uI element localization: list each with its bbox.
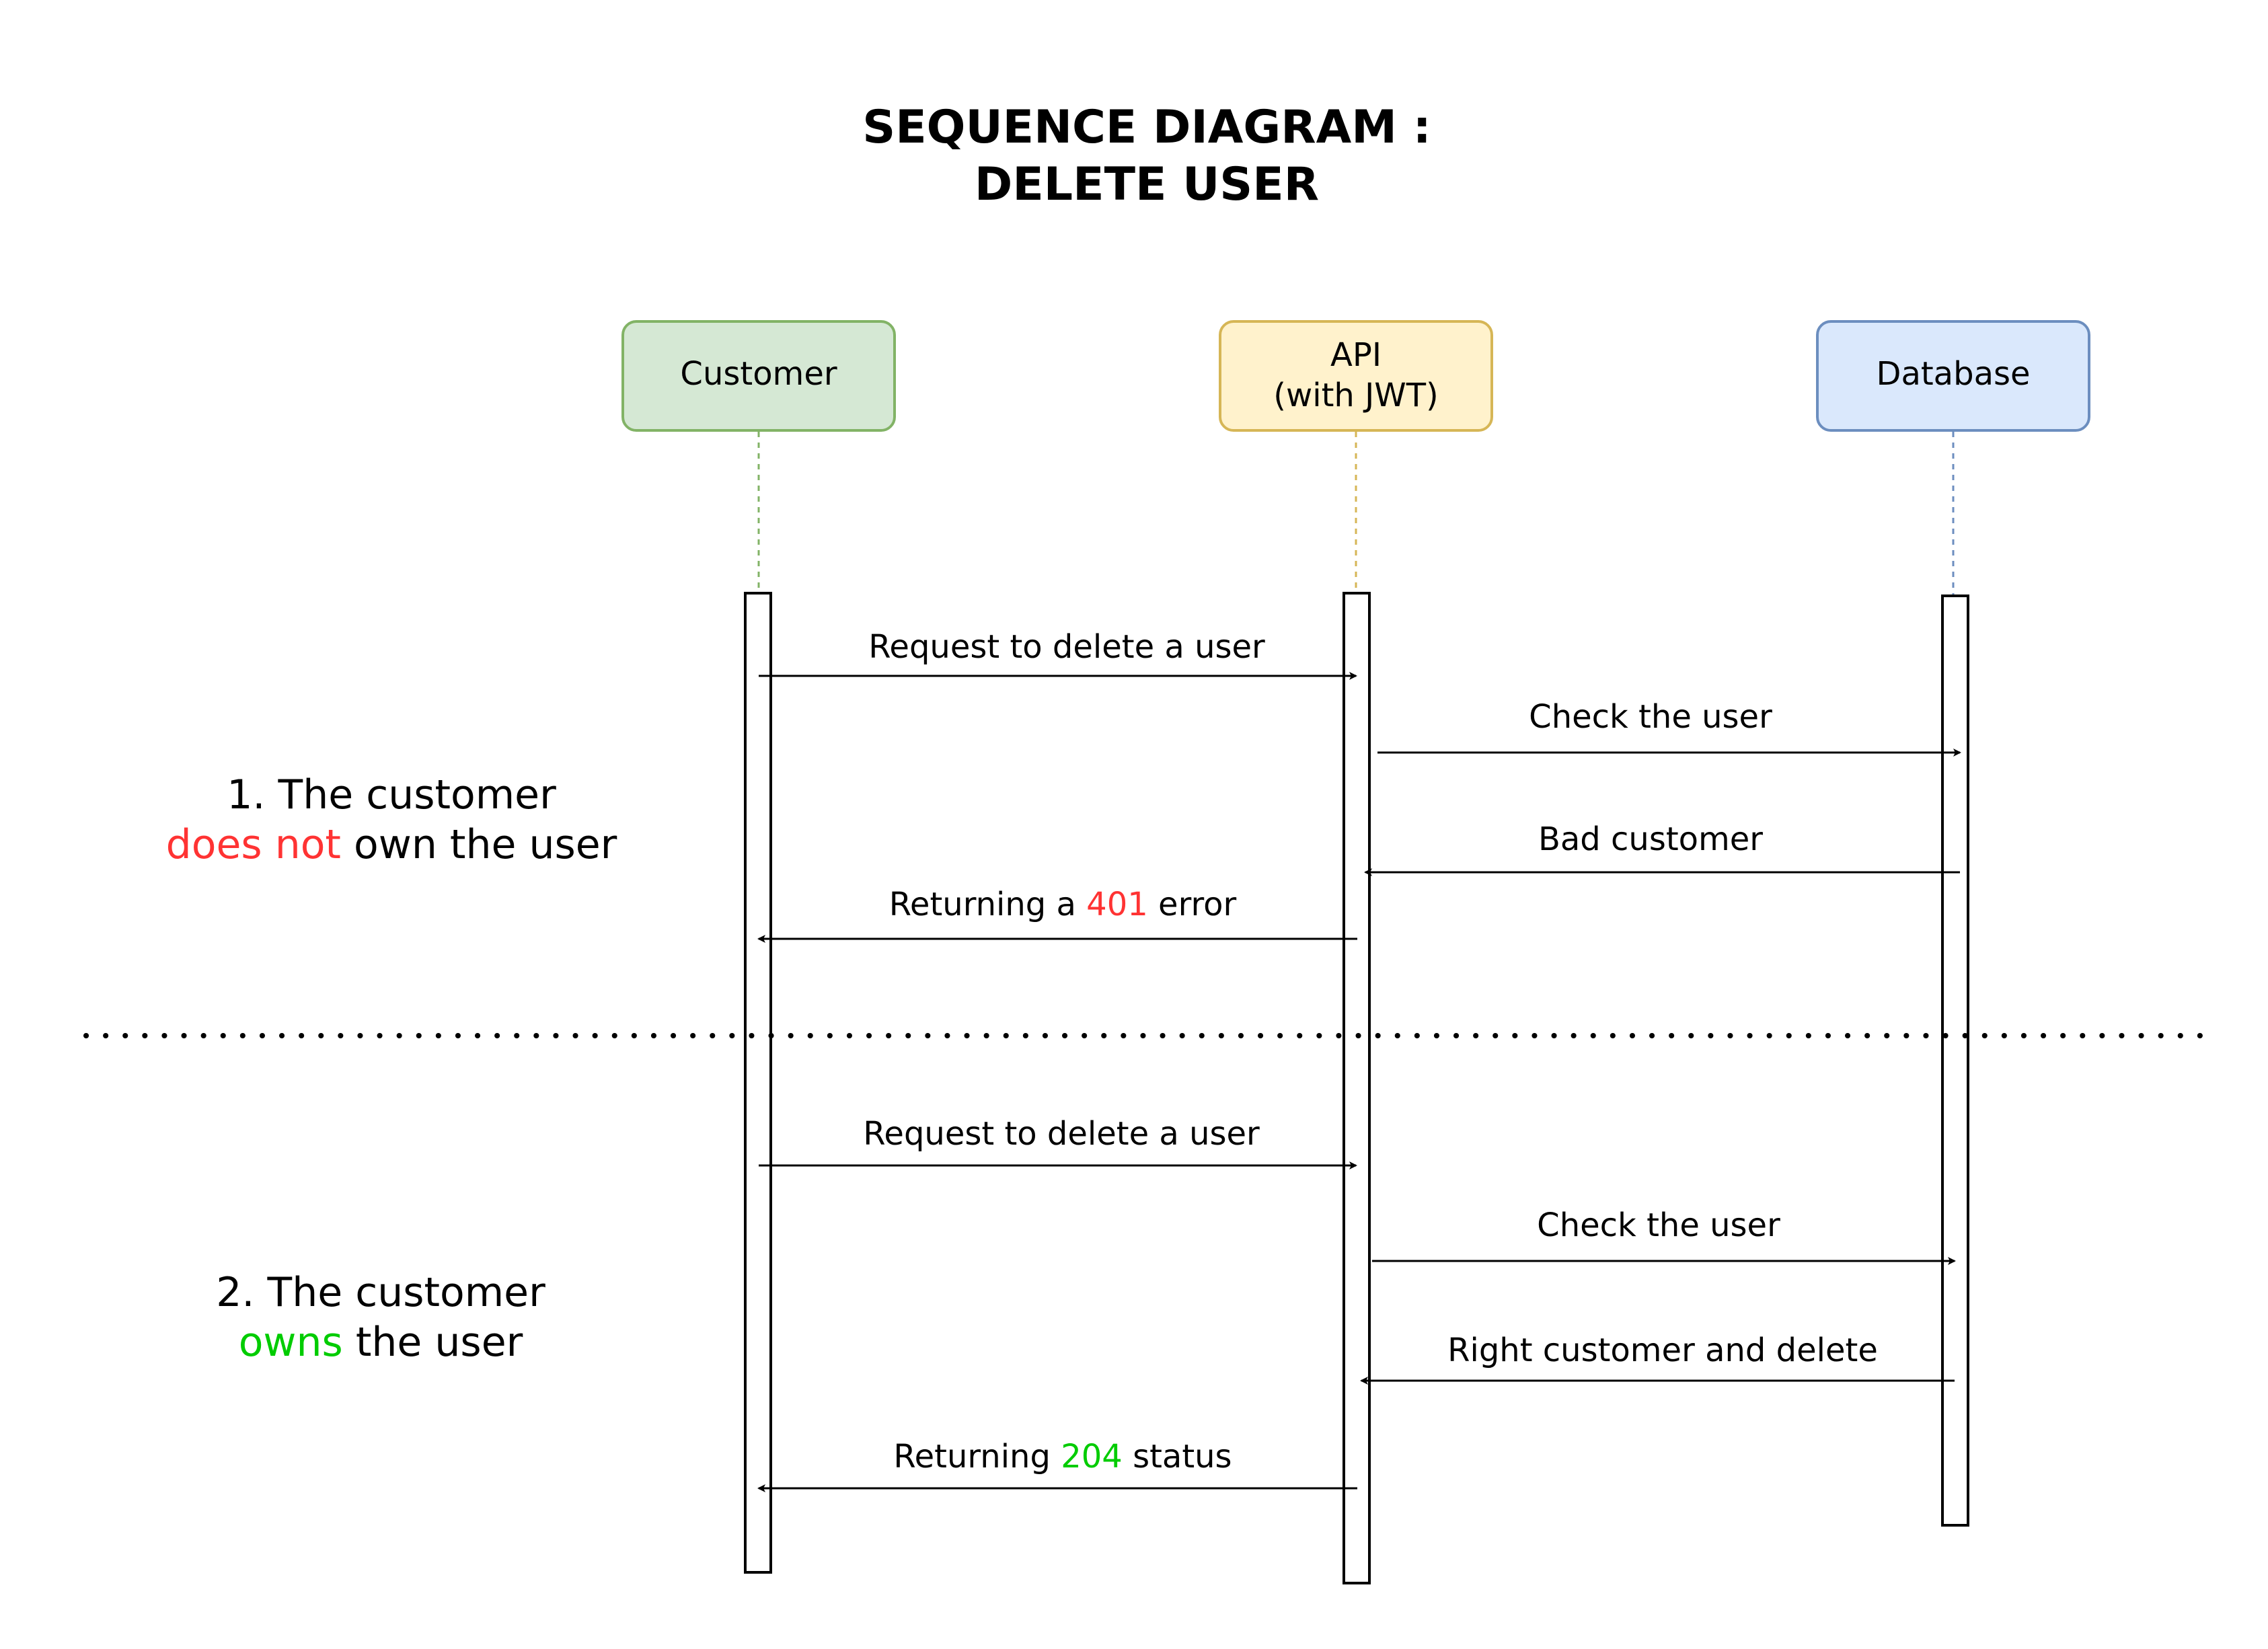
- participant-customer-label: Customer: [680, 355, 837, 393]
- message-s1-2: Check the user: [1377, 698, 1961, 757]
- message-s2-1: Request to delete a user: [759, 1115, 1357, 1169]
- message-s2-2: Check the user: [1372, 1206, 1956, 1265]
- scenario-1-caption-line1: 1. The customer: [227, 771, 556, 818]
- message-label: Returning 204 status: [893, 1438, 1232, 1475]
- message-label-text: Check the user: [1529, 698, 1772, 736]
- participant-database: Database: [1816, 320, 2090, 432]
- participant-database-label: Database: [1876, 355, 2030, 393]
- message-label: Request to delete a user: [863, 1115, 1260, 1153]
- participant-api-label-line2: (with JWT): [1273, 377, 1438, 414]
- message-s2-4: Returning 204 status: [757, 1438, 1357, 1492]
- scenario-2-caption-rest: the user: [343, 1319, 523, 1366]
- message-label: Check the user: [1529, 698, 1772, 736]
- message-label: Request to delete a user: [868, 628, 1265, 666]
- activation-bar-api: [1343, 592, 1371, 1584]
- message-label-text: Returning a: [889, 886, 1086, 923]
- participant-database-box: [1816, 320, 2090, 432]
- message-label-text: Request to delete a user: [863, 1115, 1260, 1153]
- message-label-text: Right customer and delete: [1447, 1332, 1878, 1369]
- message-label-text: Bad customer: [1538, 820, 1763, 858]
- participant-customer-box: [621, 320, 896, 432]
- scenario-1-caption-rest: own the user: [341, 821, 617, 868]
- message-label-highlight: 204: [1061, 1438, 1123, 1475]
- message-s1-3: Bad customer: [1364, 820, 1960, 876]
- message-label-highlight: 401: [1086, 886, 1148, 923]
- message-s1-1: Request to delete a user: [759, 628, 1357, 680]
- scenario-1-caption-line2: does not own the user: [166, 821, 617, 868]
- message-label: Right customer and delete: [1447, 1332, 1878, 1369]
- scenario-2-caption-line2: owns the user: [239, 1319, 523, 1366]
- diagram-title-line2: DELETE USER: [975, 158, 1319, 211]
- scenario-1-caption-highlight: does not: [166, 821, 341, 868]
- diagram-title-line1: SEQUENCE DIAGRAM :: [862, 101, 1431, 154]
- message-label-text: Check the user: [1537, 1206, 1780, 1244]
- scenario-2-caption-highlight: owns: [239, 1319, 343, 1366]
- participant-customer: Customer: [621, 320, 896, 432]
- activation-bar-customer: [744, 592, 772, 1574]
- messages: Request to delete a user Check the user …: [757, 628, 1961, 1492]
- message-label: Returning a 401 error: [889, 886, 1237, 923]
- activation-bar-database: [1941, 595, 1969, 1527]
- scenario-2-caption-line1: 2. The customer: [216, 1269, 545, 1316]
- message-label: Bad customer: [1538, 820, 1763, 858]
- message-label-text: Request to delete a user: [868, 628, 1265, 666]
- message-label-text: status: [1123, 1438, 1232, 1475]
- message-label-text: error: [1148, 886, 1237, 923]
- message-s2-3: Right customer and delete: [1360, 1332, 1955, 1385]
- message-label: Check the user: [1537, 1206, 1780, 1244]
- participant-api-box: [1219, 320, 1493, 432]
- participant-api: API (with JWT): [1219, 320, 1493, 432]
- message-label-text: Returning: [893, 1438, 1061, 1475]
- participant-api-label-line1: API: [1330, 336, 1382, 374]
- message-s1-4: Returning a 401 error: [757, 886, 1357, 943]
